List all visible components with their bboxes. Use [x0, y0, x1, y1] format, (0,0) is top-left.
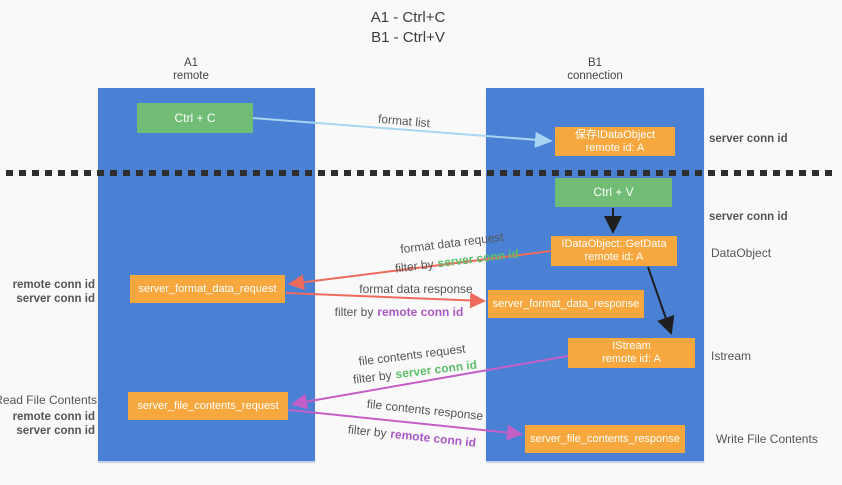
- idataobject-getdata-box: IDataObject::GetData remote id: A: [551, 236, 677, 266]
- server-format-data-request-box: server_format_data_request: [130, 275, 285, 303]
- label-write-file-contents: Write File Contents: [716, 432, 818, 446]
- label-server-conn-id-top-right: server conn id: [709, 133, 788, 145]
- filter-prefix: filter by: [352, 367, 393, 387]
- server-file-contents-response-box: server_file_contents_response: [525, 425, 685, 453]
- label-format-data-response: format data response: [359, 282, 473, 296]
- ctrl-c-box: Ctrl + C: [137, 103, 253, 133]
- label-remote-conn-id-left-2: remote conn id: [12, 411, 95, 423]
- column-header-b1: B1 connection: [486, 57, 704, 83]
- save-idataobject-line2: remote id: A: [585, 141, 645, 154]
- label-server-conn-id-left-2: server conn id: [16, 425, 95, 437]
- title-line-2: B1 - Ctrl+V: [371, 29, 445, 46]
- label-file-contents-response: file contents response: [366, 396, 484, 424]
- save-idataobject-line1: 保存IDataObject: [574, 128, 656, 141]
- column-b1-role: connection: [567, 70, 623, 82]
- filter-prefix: filter by: [334, 305, 374, 319]
- column-b1-name: B1: [587, 57, 603, 69]
- title-line-1: A1 - Ctrl+C: [370, 9, 446, 26]
- istream-box: IStream remote id: A: [568, 338, 695, 368]
- filter-key-remote-conn-id: remote conn id: [377, 305, 464, 319]
- filter-prefix: filter by: [394, 256, 435, 276]
- server-file-contents-request-box: server_file_contents_request: [128, 392, 288, 420]
- filter-key-remote-conn-id: remote conn id: [389, 426, 477, 450]
- label-server-conn-id-mid-right: server conn id: [709, 211, 788, 223]
- getdata-line1: IDataObject::GetData: [561, 238, 667, 250]
- istream-line1: IStream: [612, 340, 651, 352]
- label-read-file-contents: Read File Contents: [0, 393, 97, 407]
- label-istream: Istream: [711, 349, 752, 363]
- label-format-list: format list: [377, 111, 431, 131]
- label-remote-conn-id-left-1: remote conn id: [12, 279, 95, 291]
- save-idataobject-box: 保存IDataObject remote id: A: [555, 127, 675, 156]
- label-server-conn-id-left-1: server conn id: [16, 293, 95, 305]
- label-dataobject: DataObject: [711, 246, 772, 260]
- ctrl-v-box: Ctrl + V: [555, 178, 672, 207]
- column-header-a1: A1 remote: [89, 57, 293, 83]
- column-a1-name: A1: [183, 57, 199, 69]
- diagram-title: A1 - Ctrl+C B1 - Ctrl+V: [0, 8, 816, 48]
- filter-prefix: filter by: [347, 422, 388, 441]
- server-format-data-response-box: server_format_data_response: [488, 290, 644, 318]
- getdata-line2: remote id: A: [584, 251, 644, 263]
- column-a1-role: remote: [173, 70, 209, 82]
- istream-line2: remote id: A: [602, 353, 661, 365]
